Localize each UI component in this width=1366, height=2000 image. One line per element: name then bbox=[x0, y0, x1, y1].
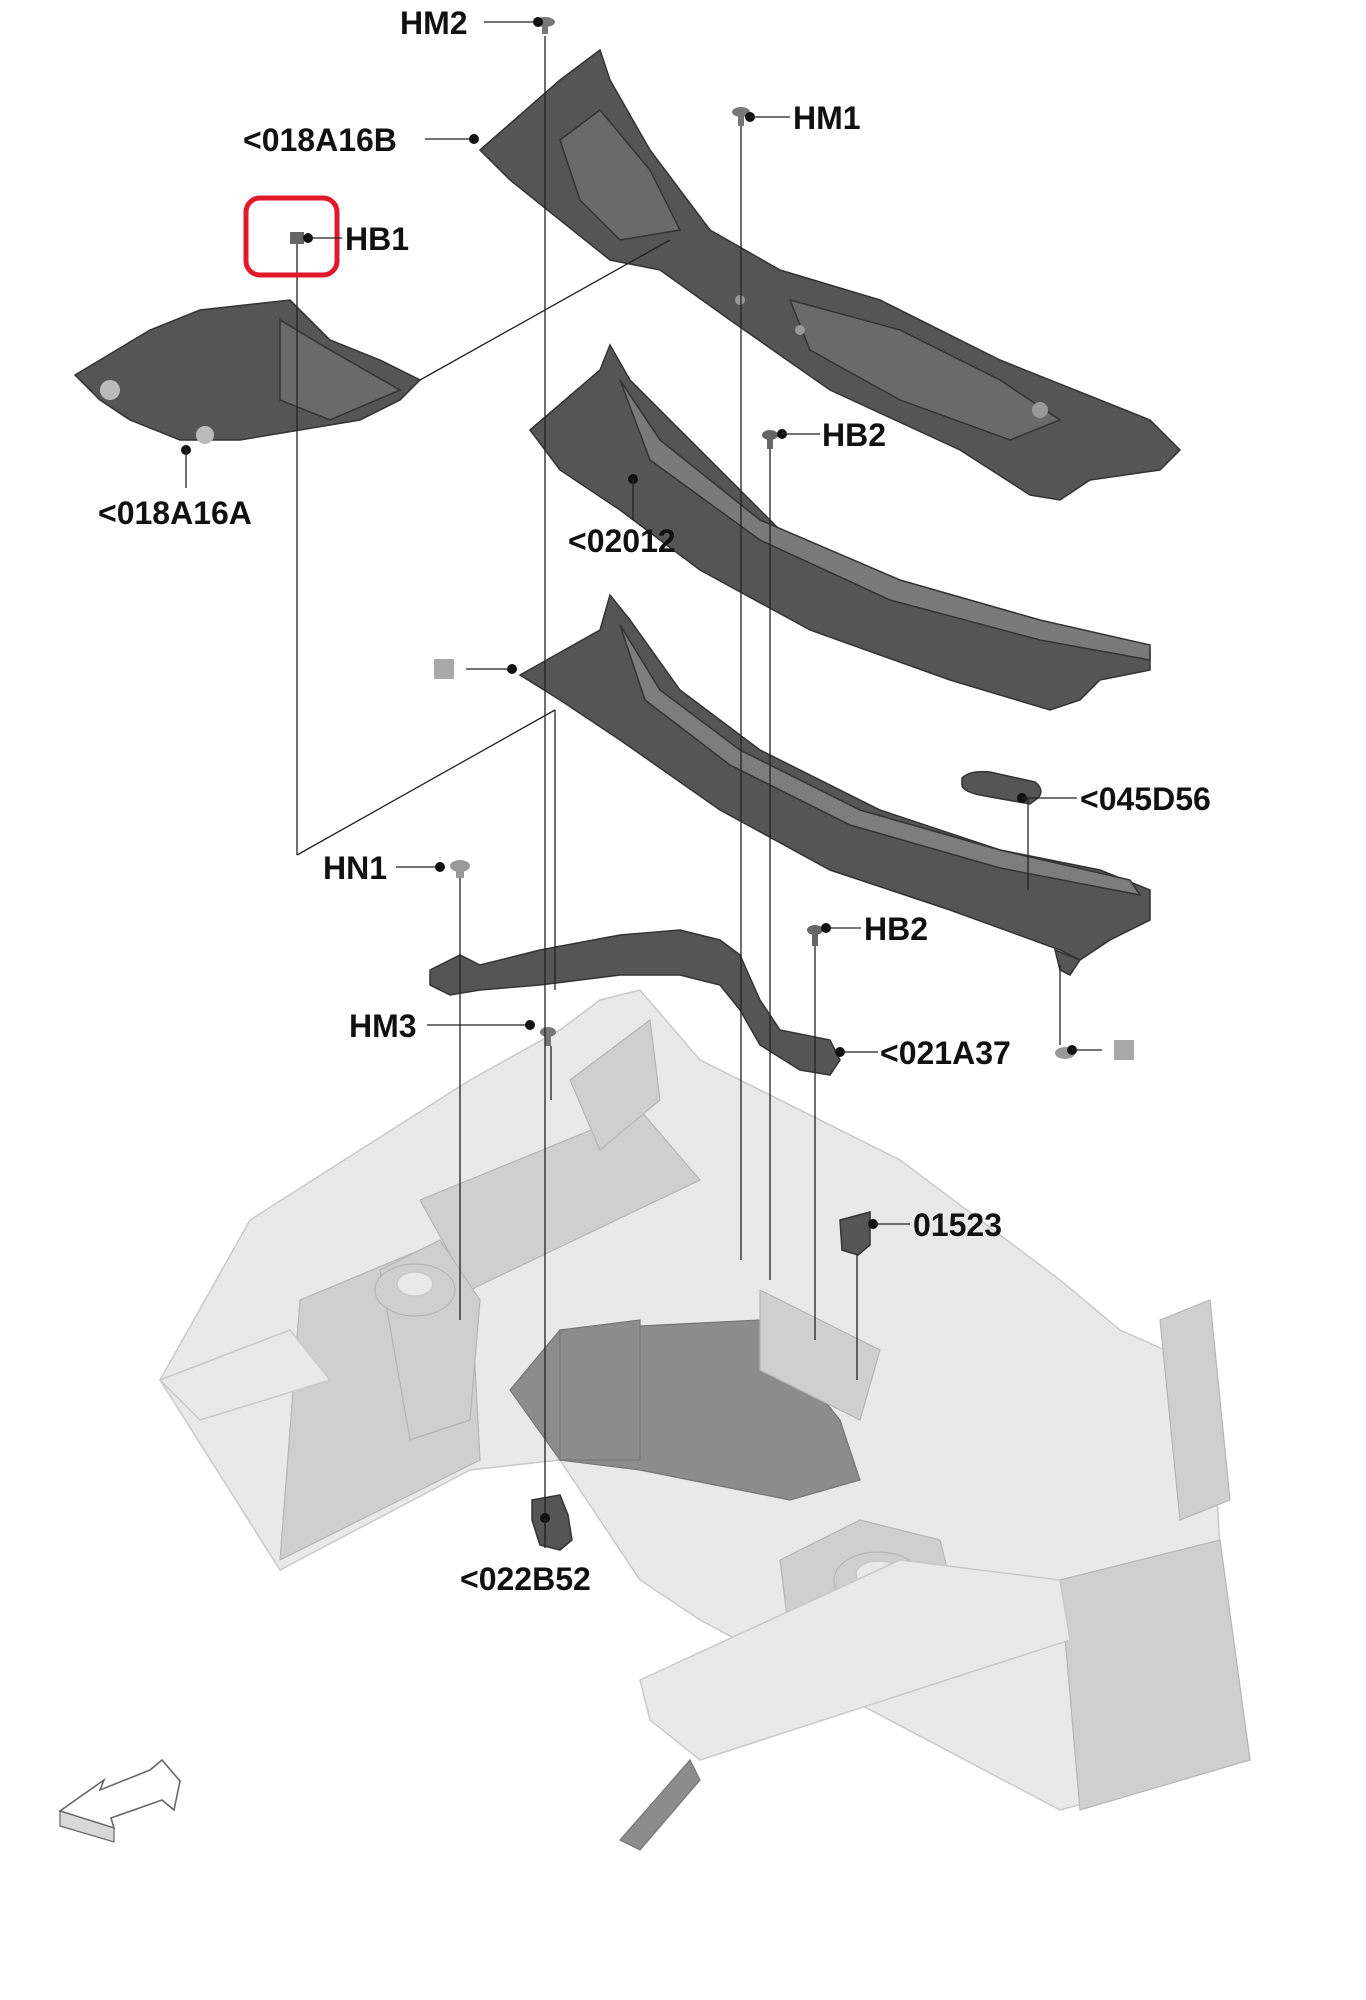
grey-square-marker bbox=[434, 659, 454, 679]
callout-021a37: <021A37 bbox=[835, 1035, 1011, 1071]
grey-square-marker-2 bbox=[1114, 1040, 1134, 1060]
callout-unlabeled-lower bbox=[1067, 1040, 1134, 1060]
callout-unlabeled-upper bbox=[434, 659, 517, 679]
callout-hb2-mid-label: HB2 bbox=[864, 911, 928, 947]
callout-hm1-label: HM1 bbox=[793, 100, 861, 136]
callout-018a16a: <018A16A bbox=[98, 445, 252, 531]
callout-hn1-label: HN1 bbox=[323, 850, 387, 886]
fastener-hb1 bbox=[290, 232, 304, 244]
callout-021a37-label: <021A37 bbox=[880, 1035, 1011, 1071]
part-018a16b-cowl-panel bbox=[478, 48, 1182, 501]
callout-hm3: HM3 bbox=[349, 1008, 535, 1044]
fastener-hb2-mid bbox=[807, 925, 823, 946]
highlight-box bbox=[243, 195, 340, 278]
callout-02012-label: <02012 bbox=[568, 523, 676, 559]
callout-02012: <02012 bbox=[568, 474, 676, 559]
part-045d56-seal bbox=[961, 770, 1042, 805]
part-01523-block bbox=[839, 1211, 871, 1256]
front-direction-arrow-icon bbox=[58, 1758, 181, 1843]
callout-018a16b: <018A16B bbox=[243, 122, 479, 158]
part-018a16a-side-cover bbox=[73, 299, 422, 444]
callout-045d56-label: <045D56 bbox=[1080, 781, 1211, 817]
part-022b52-block bbox=[531, 1494, 573, 1551]
part-lower-cowl-member bbox=[518, 593, 1151, 976]
part-02012-reinforcement bbox=[528, 343, 1151, 711]
callout-018a16a-label: <018A16A bbox=[98, 495, 252, 531]
callout-01523-label: 01523 bbox=[913, 1207, 1002, 1243]
callout-hb1: HB1 bbox=[243, 195, 409, 278]
vehicle-front-body bbox=[158, 989, 1251, 1851]
fastener-hm3 bbox=[540, 1027, 556, 1046]
callout-hm1: HM1 bbox=[745, 100, 861, 136]
fastener-hm1 bbox=[732, 107, 750, 126]
assembly-lines bbox=[296, 36, 1061, 1540]
callout-022b52: <022B52 bbox=[460, 1513, 591, 1597]
callout-hb2-mid: HB2 bbox=[821, 911, 928, 947]
fastener-hb2-top bbox=[762, 430, 778, 449]
callout-hb2-top: HB2 bbox=[777, 417, 886, 453]
callout-hb1-label: HB1 bbox=[345, 221, 409, 257]
callout-hm3-label: HM3 bbox=[349, 1008, 417, 1044]
callout-018a16b-label: <018A16B bbox=[243, 122, 397, 158]
callout-01523: 01523 bbox=[868, 1207, 1002, 1243]
fastener-hn1 bbox=[450, 860, 470, 878]
callout-045d56: <045D56 bbox=[1017, 781, 1211, 817]
part-021a37-bracket bbox=[429, 929, 841, 1076]
callout-hm2-label: HM2 bbox=[400, 5, 468, 41]
callout-hn1: HN1 bbox=[323, 850, 445, 886]
callout-hm2: HM2 bbox=[400, 5, 543, 41]
callout-022b52-label: <022B52 bbox=[460, 1561, 591, 1597]
callout-hb2-top-label: HB2 bbox=[822, 417, 886, 453]
